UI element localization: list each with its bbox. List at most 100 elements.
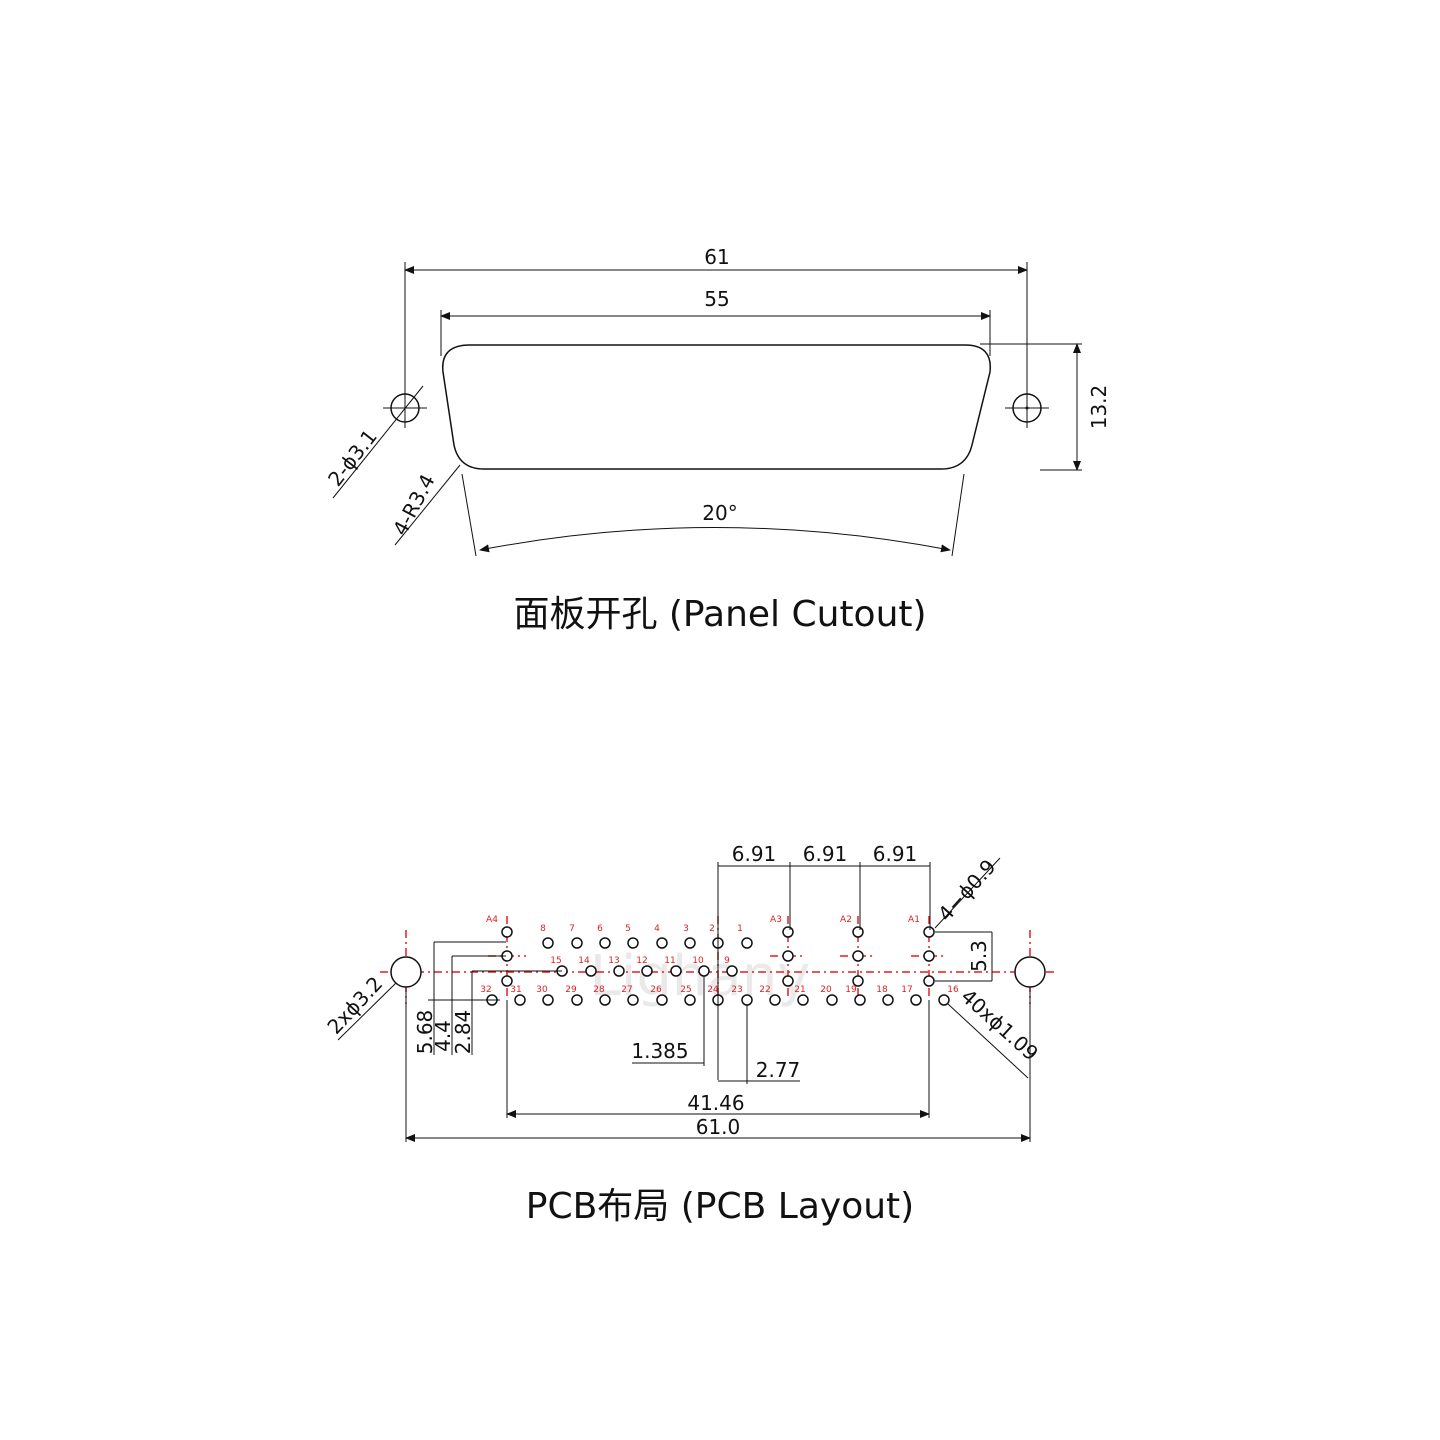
signal-pin-19: [854, 994, 866, 1006]
pin-label-23: 23: [731, 985, 742, 995]
row-dim-5-68-label: 5.68: [413, 1010, 437, 1055]
pcb-layout-view: Lighany: [322, 842, 1058, 1227]
coax-label-a3: A3: [770, 915, 782, 925]
signal-pin-13: [613, 965, 625, 977]
pitch-dim-1-label: 6.91: [732, 842, 777, 866]
signal-pin-30: [542, 994, 554, 1006]
signal-pin-10: [698, 965, 710, 977]
angle-label: 20°: [702, 501, 737, 525]
pin-label-9: 9: [724, 956, 730, 966]
dim-55-label: 55: [704, 287, 729, 311]
coax-hole-a3-top: [782, 926, 794, 938]
signal-pin-8: [542, 937, 554, 949]
signal-pin-6: [599, 937, 611, 949]
pitch-label: 2.77: [756, 1058, 801, 1082]
pin-label-1: 1: [737, 924, 743, 934]
pin-label-7: 7: [569, 924, 575, 934]
span-label: 41.46: [687, 1091, 744, 1115]
pin-label-27: 27: [621, 985, 632, 995]
pin-label-8: 8: [540, 924, 546, 934]
signal-pin-4: [656, 937, 668, 949]
pin-label-14: 14: [578, 956, 590, 966]
coax-hole-a4-bot: [501, 975, 513, 987]
row-dim-4-4-label: 4.4: [431, 1020, 455, 1052]
pin-label-32: 32: [480, 985, 491, 995]
signal-pin-27: [627, 994, 639, 1006]
signal-pin-11: [670, 965, 682, 977]
signal-pin-28: [599, 994, 611, 1006]
coax-hole-a3-mid: [782, 950, 794, 962]
pin-label-4: 4: [654, 924, 660, 934]
pin-label-11: 11: [664, 956, 675, 966]
pin-label-10: 10: [692, 956, 704, 966]
signal-pin-25: [684, 994, 696, 1006]
pcb-layout-title: PCB布局 (PCB Layout): [526, 1186, 914, 1227]
dim-61-label: 61: [704, 245, 729, 269]
row-offset-label: 5.3: [967, 940, 991, 972]
signal-pin-1: [741, 937, 753, 949]
signal-pin-5: [627, 937, 639, 949]
signal-pin-7: [571, 937, 583, 949]
half-pitch-label: 1.385: [631, 1039, 688, 1063]
coax-hole-a2-bot: [852, 975, 864, 987]
pin-label-12: 12: [636, 956, 647, 966]
signal-pin-16: [938, 994, 950, 1006]
pin-label-29: 29: [565, 985, 577, 995]
pitch-dim-3-label: 6.91: [873, 842, 918, 866]
pitch-dim-2-label: 6.91: [803, 842, 848, 866]
coax-hole-a2-mid: [852, 950, 864, 962]
signal-pin-18: [882, 994, 894, 1006]
coax-hole-a2-top: [852, 926, 864, 938]
signal-row-2: 15 14 13 12 11 10 9: [550, 956, 738, 977]
pin-label-16: 16: [947, 985, 959, 995]
signal-pin-31: [514, 994, 526, 1006]
signal-pin-23: [741, 994, 753, 1006]
pin-label-17: 17: [901, 985, 912, 995]
coax-hole-a3-bot: [782, 975, 794, 987]
panel-cutout-view: 61 55 13.2 2-ϕ3.1 4-R3.4 20° 面板开孔 (Panel…: [323, 245, 1111, 635]
pin-label-15: 15: [550, 956, 561, 966]
signal-pin-29: [571, 994, 583, 1006]
pin-label-19: 19: [845, 985, 857, 995]
signal-pin-26: [656, 994, 668, 1006]
coax-hole-a1-bot: [923, 975, 935, 987]
pin-label-5: 5: [625, 924, 631, 934]
pin-label-21: 21: [794, 985, 805, 995]
pcb-mount-hole-spec-label: 2xϕ3.2: [322, 972, 387, 1039]
coax-hole-spec-label: 4−ϕ0.9: [933, 855, 1001, 926]
pin-label-25: 25: [680, 985, 691, 995]
coax-hole-a1-top: [923, 926, 935, 938]
pin-label-28: 28: [593, 985, 605, 995]
coax-label-a4: A4: [486, 915, 498, 925]
panel-cutout-title: 面板开孔 (Panel Cutout): [513, 594, 926, 635]
d-sub-cutout-outline: [442, 344, 992, 470]
pcb-mount-hole-left: [390, 956, 422, 988]
pin-label-20: 20: [820, 985, 832, 995]
dim-13-2-label: 13.2: [1087, 385, 1111, 430]
coax-holes: [501, 926, 935, 987]
signal-pin-12: [641, 965, 653, 977]
coax-hole-a4-top: [501, 926, 513, 938]
overall-label: 61.0: [696, 1115, 741, 1139]
signal-pin-14: [585, 965, 597, 977]
pcb-mount-hole-right: [1014, 956, 1046, 988]
coax-label-a2: A2: [840, 915, 852, 925]
row-dim-2-84-label: 2.84: [451, 1010, 475, 1055]
signal-pin-17: [910, 994, 922, 1006]
coax-label-a1: A1: [908, 915, 920, 925]
pin-label-26: 26: [650, 985, 662, 995]
pin-label-13: 13: [608, 956, 619, 966]
pin-label-2: 2: [709, 924, 715, 934]
signal-pin-3: [684, 937, 696, 949]
pin-label-6: 6: [597, 924, 603, 934]
signal-pin-22: [769, 994, 781, 1006]
coax-hole-a1-mid: [923, 950, 935, 962]
pin-label-24: 24: [707, 985, 719, 995]
mount-hole-spec-label: 2-ϕ3.1: [323, 425, 382, 491]
corner-radius-label: 4-R3.4: [388, 470, 440, 539]
angle-arc: [479, 527, 951, 553]
pin-label-30: 30: [536, 985, 548, 995]
signal-pin-20: [826, 994, 838, 1006]
pin-label-31: 31: [510, 985, 521, 995]
